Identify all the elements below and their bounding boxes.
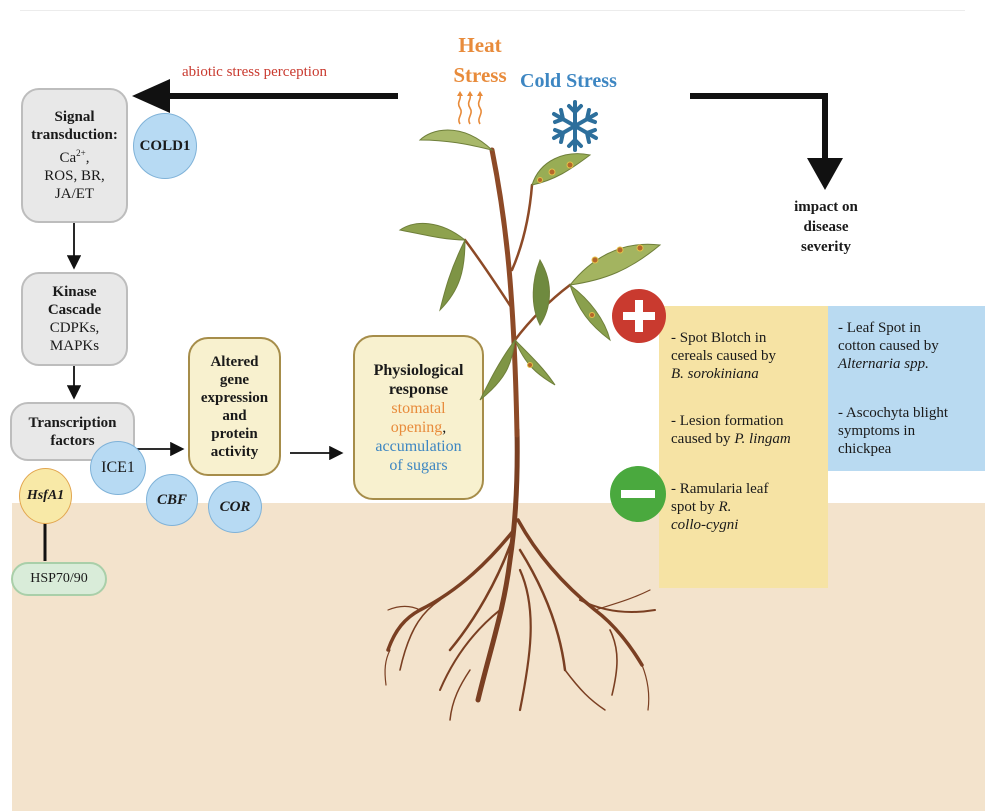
cbf-circle: CBF — [146, 474, 198, 526]
ice1-label: ICE1 — [101, 459, 135, 476]
blue-item-2: - Ascochyta blight symptoms in chickpea — [838, 404, 948, 458]
cbf-label: CBF — [156, 491, 187, 508]
positive-impact-panel — [659, 306, 828, 588]
ice1-circle: ICE1 — [90, 441, 146, 495]
b1-italic: Alternaria spp. — [838, 356, 929, 372]
signal-transduction-box: Signal transduction: Ca2+, ROS, BR, JA/E… — [21, 88, 128, 223]
calcium-text: Ca — [59, 150, 77, 166]
kinase-line2: MAPKs — [49, 338, 100, 354]
y3-line1: - Ramularia leaf — [671, 481, 769, 497]
cor-label: COR — [219, 498, 251, 515]
disease-impact-label: impact on disease severity — [774, 197, 878, 257]
hsfa1-circle: HsfA1 — [19, 468, 72, 524]
calcium-comma: , — [85, 150, 90, 166]
top-divider — [20, 10, 965, 11]
b1-line1: - Leaf Spot in — [838, 320, 921, 336]
tf-title-1: Transcription — [28, 414, 117, 431]
cold-stress-label: Cold Stress — [520, 70, 617, 92]
yellow-item-3: - Ramularia leaf spot by R. collo-cygni — [671, 480, 768, 534]
roots — [384, 427, 656, 721]
y2-line2: caused by — [671, 431, 731, 447]
disease-impact-arrow — [690, 93, 843, 190]
abiotic-stress-perception-label: abiotic stress perception — [182, 64, 327, 80]
kinase-line1: CDPKs, — [49, 320, 100, 336]
impact-line3: severity — [801, 239, 851, 255]
b2-line2: symptoms in — [838, 423, 916, 439]
physio-title-1: Physiological — [373, 361, 464, 379]
gene-line1: Altered — [210, 353, 259, 370]
kinase-cascade-box: Kinase Cascade CDPKs, MAPKs — [21, 272, 128, 366]
signal-line3: JA/ET — [54, 186, 95, 202]
y3-italic2: collo-cygni — [671, 517, 739, 533]
gene-line4: and — [222, 407, 247, 424]
y3-line2: spot by — [671, 499, 715, 515]
cold1-circle: COLD1 — [133, 113, 197, 179]
hsp70-90-box: HSP70/90 — [11, 562, 107, 596]
cor-circle: COR — [208, 481, 262, 533]
kinase-title-2: Cascade — [47, 302, 102, 318]
signal-line2: ROS, BR, — [44, 168, 105, 184]
y1-line1: - Spot Blotch in — [671, 330, 767, 346]
signal-line1: Ca2+, — [60, 144, 90, 167]
heat-line2: Stress — [453, 63, 507, 87]
b2-line1: - Ascochyta blight — [838, 405, 948, 421]
plant-illustration — [384, 129, 662, 721]
abiotic-perception-arrow — [132, 79, 398, 113]
gene-line2: gene — [219, 371, 250, 388]
yellow-item-2: - Lesion formation caused by P. lingam — [671, 412, 791, 448]
y3-italic1: R. — [718, 499, 732, 515]
stem — [463, 147, 572, 438]
plus-icon — [612, 289, 666, 343]
leaves — [398, 129, 662, 401]
kinase-title-1: Kinase — [52, 284, 97, 300]
physio-orange-2: opening — [390, 418, 443, 436]
impact-line1: impact on — [794, 199, 858, 215]
tf-title-2: factors — [50, 432, 95, 449]
y1-line2: cereals caused by — [671, 348, 776, 364]
signal-title-1: Signal — [54, 109, 95, 125]
y2-italic: P. lingam — [734, 431, 791, 447]
signal-title-2: transduction: — [31, 127, 118, 143]
cold1-label: COLD1 — [139, 137, 191, 154]
minus-icon — [610, 466, 666, 522]
y1-italic: B. sorokiniana — [671, 366, 759, 382]
gene-line5: protein — [211, 425, 258, 442]
y2-line1: - Lesion formation — [671, 413, 784, 429]
y3-line2-wrap: spot by R. — [671, 498, 768, 516]
gene-line6: activity — [210, 443, 259, 460]
physiological-response-box: Physiological response stomatal opening,… — [353, 335, 484, 500]
negative-impact-panel — [828, 306, 985, 471]
snowflake-icon — [552, 100, 598, 152]
gene-expression-box: Altered gene expression and protein acti… — [188, 337, 281, 476]
b1-line2: cotton caused by — [838, 338, 939, 354]
y2-line2-wrap: caused by P. lingam — [671, 430, 791, 448]
yellow-item-1: - Spot Blotch in cereals caused by B. so… — [671, 329, 776, 383]
blue-item-1: - Leaf Spot in cotton caused by Alternar… — [838, 319, 939, 373]
physio-blue-2: of sugars — [389, 456, 448, 474]
hsp-label: HSP70/90 — [30, 571, 88, 586]
calcium-sup: 2+ — [76, 148, 86, 158]
physio-title-2: response — [388, 380, 449, 398]
heat-stress-label: Heat Stress — [445, 30, 515, 90]
hsfa1-label: HsfA1 — [26, 488, 65, 503]
impact-line2: disease — [803, 219, 849, 235]
b2-line3: chickpea — [838, 441, 892, 457]
heat-line1: Heat — [458, 33, 502, 57]
physio-blue-1: accumulation — [375, 437, 462, 455]
heat-waves-icon — [457, 91, 483, 125]
leaf-spots — [527, 161, 644, 368]
physio-orange-1: stomatal — [391, 399, 446, 417]
physio-orange-2-wrap: opening, — [391, 418, 447, 437]
physio-comma: , — [442, 418, 447, 436]
gene-line3: expression — [200, 389, 269, 406]
